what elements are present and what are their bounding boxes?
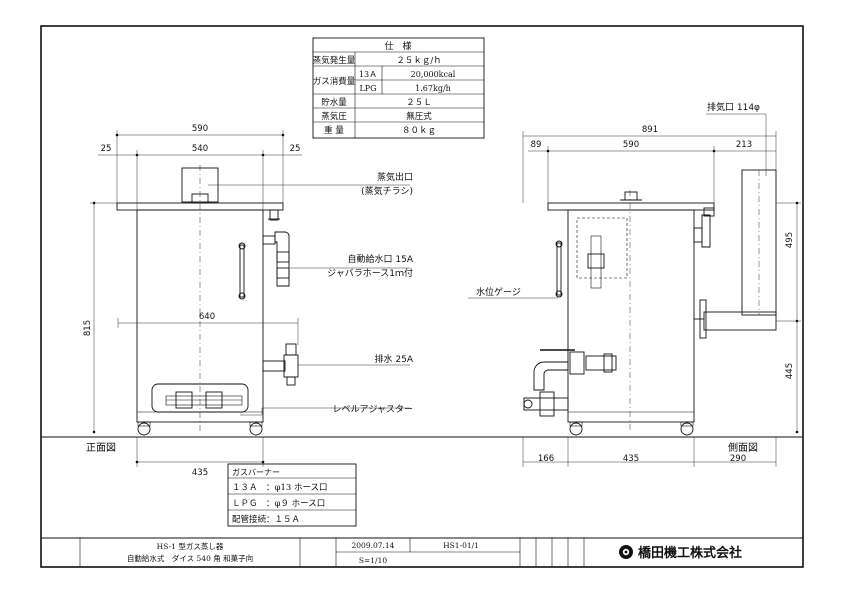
- front-dim-left-margin: 25: [101, 144, 112, 154]
- front-dimensions: [90, 130, 302, 467]
- spec-sub-13a: 13Ａ: [359, 70, 377, 79]
- side-inlet-valve: [693, 207, 715, 248]
- title-product-line2: 自動給水式 ダイス 540 角 和菓子向: [127, 553, 253, 563]
- front-foot-left: [137, 422, 151, 436]
- front-drain-valve: [262, 343, 299, 386]
- title-company: 橋田機工株式会社: [638, 545, 742, 561]
- title-block: HS-1 型ガス蒸し器 自動給水式 ダイス 540 角 和菓子向 2009.07…: [41, 537, 803, 567]
- front-burner-window: [151, 383, 249, 413]
- gas-box-title: ガスバーナー: [232, 467, 280, 477]
- callout-exhaust: 排気口 114φ: [707, 101, 760, 113]
- front-dim-inner-width: 540: [192, 144, 208, 154]
- spec-val-13a: 20,000kcal: [411, 70, 456, 79]
- callout-auto-inlet: 自動給水口 15A: [348, 253, 414, 265]
- spec-label-pressure: 蒸気圧: [321, 111, 347, 122]
- front-dim-right-margin: 25: [290, 144, 301, 154]
- side-dim-base-right: 290: [730, 454, 746, 464]
- title-date: 2009.07.14: [352, 541, 395, 550]
- title-scale: S=1/10: [359, 556, 387, 565]
- side-dim-overall: 891: [642, 125, 658, 135]
- gas-burner-box: ガスバーナー １３Ａ ：φ13 ホース口 ＬＰＧ ：φ９ ホース口 配管接続：１…: [227, 463, 357, 527]
- side-exhaust-flue: [694, 169, 777, 339]
- spec-label-steam: 蒸気発生量: [313, 55, 356, 66]
- side-dim-base-mid: 435: [623, 454, 639, 464]
- front-view: 590 25 540 25 815 640 435 蒸気出口 (蒸気チラシ) 自…: [83, 124, 414, 478]
- title-product-line1: HS-1 型ガス蒸し器: [157, 541, 224, 551]
- front-dim-overall-width: 590: [192, 124, 208, 134]
- front-foot-right: [249, 422, 263, 436]
- callout-water-gauge: 水位ゲージ: [476, 286, 521, 298]
- side-dim-base-left: 166: [538, 454, 554, 464]
- spec-value-water: ２５Ｌ: [406, 98, 432, 108]
- side-dim-left: 89: [531, 140, 542, 150]
- spec-value-pressure: 無圧式: [406, 111, 432, 122]
- gas-box-line-13a: １３Ａ ：φ13 ホース口: [232, 483, 328, 493]
- spec-title: 仕 様: [384, 40, 411, 52]
- front-water-gauge: [239, 244, 245, 298]
- side-dim-lower-height: 445: [785, 363, 795, 379]
- spec-val-lpg: 1.67kg/h: [415, 84, 451, 93]
- callout-bellows-hose: ジャバラホース1ｍ付: [327, 268, 413, 279]
- side-gas-valve: [523, 391, 569, 417]
- front-dim-depth: 640: [199, 312, 215, 322]
- spec-value-steam: ２５ｋｇ/ｈ: [396, 55, 441, 66]
- gas-box-line-pipe: 配管接続：１５Ａ: [232, 514, 300, 525]
- side-body: [567, 209, 695, 423]
- spec-label-water: 貯水量: [321, 97, 347, 108]
- spec-label-weight: 重 量: [324, 125, 344, 136]
- side-dim-right: 213: [736, 140, 752, 150]
- front-body: [136, 209, 264, 423]
- company-logo-icon: [619, 545, 633, 559]
- spec-value-weight: ８０ｋｇ: [402, 125, 436, 136]
- front-dim-base-width: 435: [192, 468, 208, 478]
- callout-drain: 排水 25A: [375, 353, 414, 365]
- side-dimensions: [522, 131, 801, 467]
- front-dim-height: 815: [83, 320, 93, 336]
- side-lid: [547, 202, 715, 211]
- gas-box-line-lpg: ＬＰＧ ：φ９ ホース口: [232, 499, 325, 509]
- side-dim-upper-height: 495: [785, 232, 795, 248]
- side-dim-body: 590: [623, 140, 639, 150]
- side-water-gauge: [556, 242, 562, 296]
- front-view-label: 正面図: [86, 442, 116, 454]
- spec-sub-lpg: LPG: [359, 84, 376, 93]
- spec-table: 仕 様 蒸気発生量 ２５ｋｇ/ｈ ガス消費量 13Ａ 20,000kcal LP…: [312, 37, 485, 139]
- side-view-label: 側面図: [728, 441, 758, 454]
- callout-level-adjuster: レベルアジャスター: [332, 404, 413, 415]
- side-drain-piping: [533, 349, 617, 391]
- spec-label-gas: ガス消費量: [313, 76, 356, 87]
- callout-steam-spreader: (蒸気チラシ): [361, 185, 413, 197]
- side-view: 891 89 590 213 495 445 166 435 290 排気口 1…: [468, 101, 801, 467]
- title-drawing-no: HS1-01/1: [443, 541, 479, 550]
- front-burner-assembly: [165, 391, 243, 409]
- callout-steam-outlet: 蒸気出口: [377, 171, 413, 183]
- drawing-border: [40, 25, 804, 568]
- front-auto-inlet-valve: [262, 231, 290, 287]
